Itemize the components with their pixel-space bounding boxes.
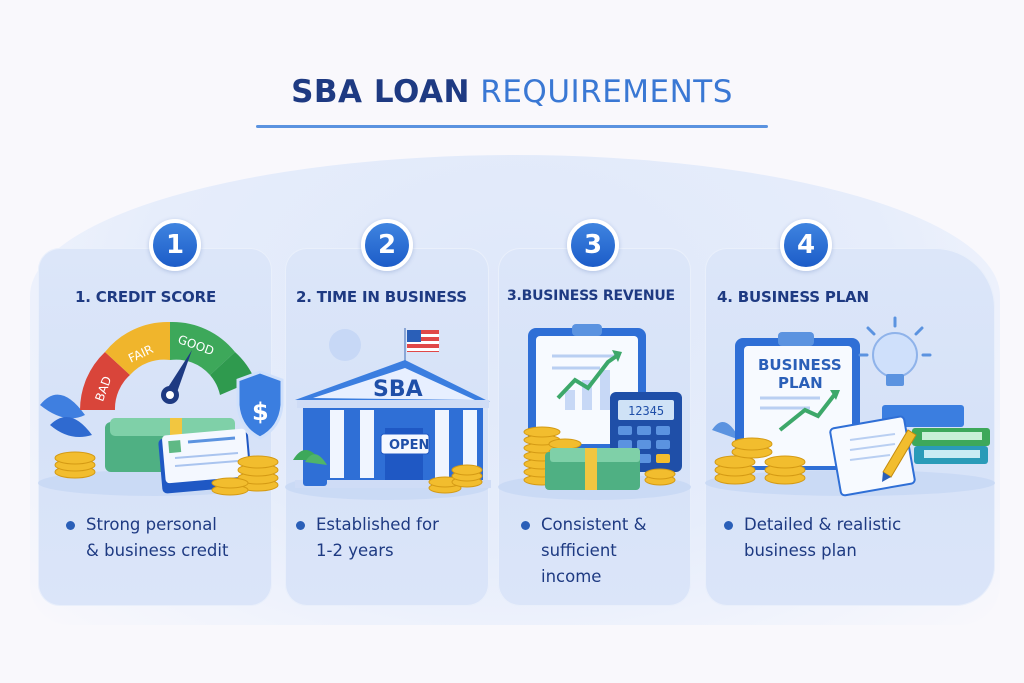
- bullet-time-in-business: Established for 1-2 years: [296, 512, 439, 564]
- bullet-line: sufficient: [541, 541, 617, 560]
- card-title-business-revenue: 3.BUSINESS REVENUE: [507, 288, 675, 304]
- svg-text:12345: 12345: [628, 404, 664, 418]
- sba-bank-building-icon: SBA OPEN: [293, 328, 491, 494]
- bullet-dot-icon: [66, 521, 75, 530]
- bullet-credit-score: Strong personal & business credit: [66, 512, 229, 564]
- bullet-line: & business credit: [86, 541, 229, 560]
- bullet-dot-icon: [521, 521, 530, 530]
- svg-text:OPEN: OPEN: [389, 438, 429, 453]
- svg-text:SBA: SBA: [373, 377, 423, 402]
- credit-score-gauge-icon: BAD FAIR GOOD $: [40, 321, 284, 496]
- bullet-line: Detailed & realistic: [744, 515, 902, 534]
- bullet-line: Consistent &: [541, 515, 647, 534]
- business-plan-clipboard-icon: BUSINESS PLAN: [712, 316, 990, 497]
- step-badge-3: 3: [567, 219, 619, 271]
- step-badge-4: 4: [780, 219, 832, 271]
- svg-text:PLAN: PLAN: [778, 374, 823, 392]
- bullet-dot-icon: [724, 521, 733, 530]
- bullet-dot-icon: [296, 521, 305, 530]
- card-title-time-in-business: 2. TIME IN BUSINESS: [296, 288, 467, 306]
- bullet-line: 1-2 years: [316, 541, 394, 560]
- revenue-chart-calculator-icon: 12345: [523, 324, 682, 490]
- svg-text:BUSINESS: BUSINESS: [758, 356, 842, 374]
- step-badge-1: 1: [149, 219, 201, 271]
- page-title: SBA LOAN REQUIREMENTS: [0, 74, 1024, 110]
- card-title-credit-score: 1. CREDIT SCORE: [75, 288, 217, 306]
- title-underline: [256, 125, 768, 128]
- svg-text:$: $: [252, 398, 269, 426]
- title-light: REQUIREMENTS: [480, 74, 733, 110]
- bullet-business-plan: Detailed & realistic business plan: [724, 512, 902, 564]
- bullet-line: income: [541, 567, 602, 586]
- bullet-line: business plan: [744, 541, 857, 560]
- step-badge-2: 2: [361, 219, 413, 271]
- title-bold: SBA LOAN: [291, 74, 470, 110]
- bullet-line: Strong personal: [86, 515, 217, 534]
- bullet-line: Established for: [316, 515, 439, 534]
- bullet-business-revenue: Consistent & sufficient income: [521, 512, 647, 590]
- card-title-business-plan: 4. BUSINESS PLAN: [717, 288, 869, 306]
